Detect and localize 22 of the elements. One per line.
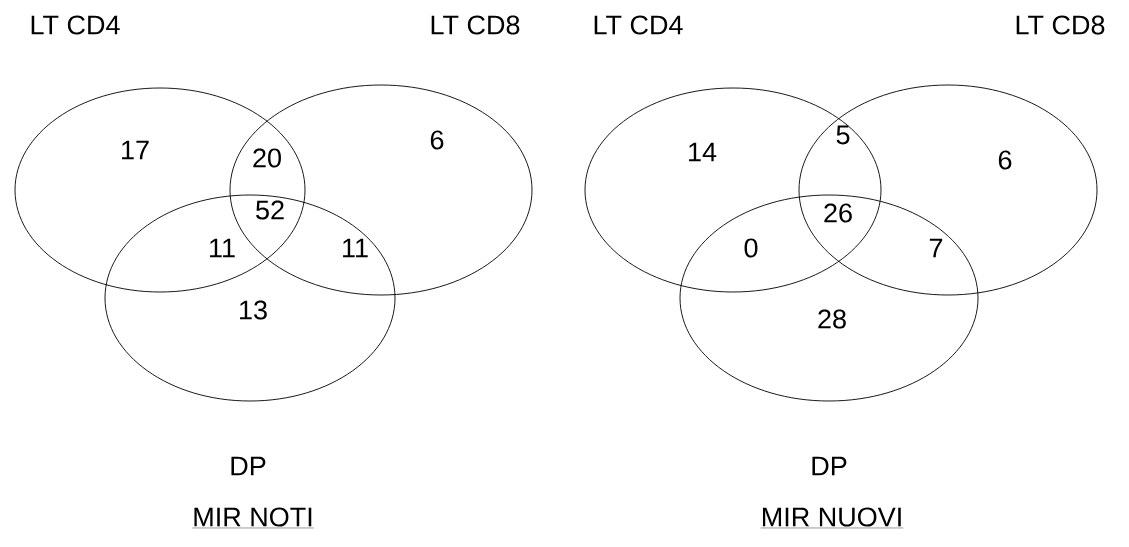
region-count: 14 [689, 142, 717, 162]
region-count: 11 [210, 238, 235, 258]
set-label: DP [231, 456, 266, 476]
region-count: 6 [998, 150, 1012, 170]
region-count: 6 [430, 130, 444, 150]
region-count: 17 [122, 140, 149, 160]
set-label: LT CD4 [594, 15, 683, 35]
region-count: 11 [343, 238, 368, 258]
panel-label: MIR NUOVI [760, 507, 904, 529]
panel-label: MIR NOTI [192, 507, 314, 529]
set-label: DP [812, 456, 847, 476]
region-count: 52 [256, 200, 284, 220]
set-label: LT CD4 [31, 15, 120, 35]
set-label: LT CD8 [1016, 15, 1105, 35]
region-count: 26 [824, 203, 852, 223]
region-count: 28 [818, 309, 846, 329]
region-count: 5 [836, 125, 850, 145]
region-count: 0 [744, 238, 758, 258]
set-label: LT CD8 [431, 15, 520, 35]
region-count: 7 [929, 238, 943, 258]
region-count: 20 [253, 148, 281, 168]
region-count: 13 [240, 300, 267, 320]
